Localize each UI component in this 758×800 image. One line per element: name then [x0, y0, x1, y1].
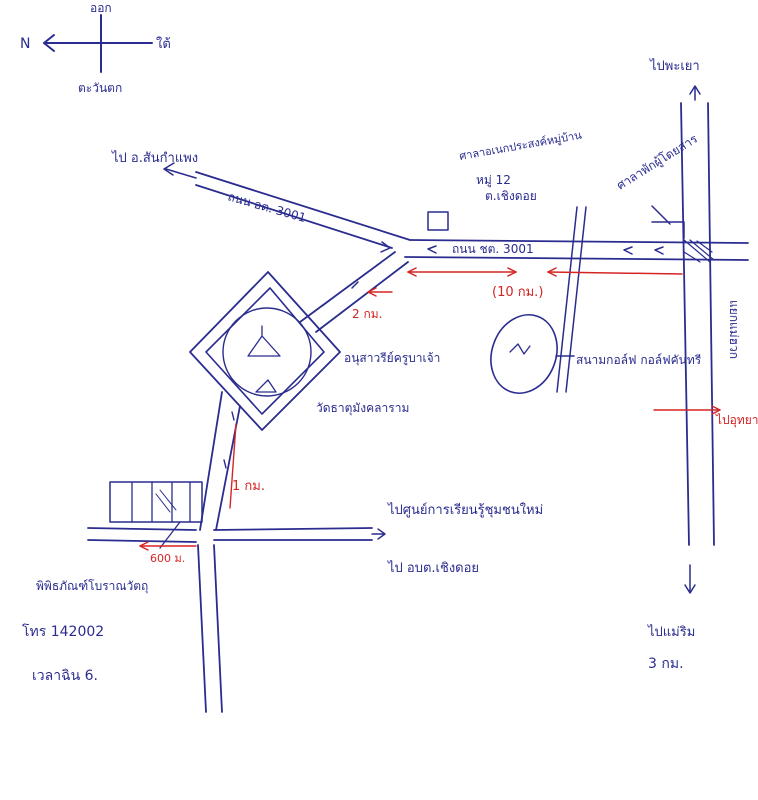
label-subdistrict: ต.เชิงดอย: [485, 189, 537, 203]
memorial-square: อนุสาวรีย์ครูบาเจ้า วัดธาตุมังคลาราม: [189, 271, 440, 431]
compass-right: ใต้: [156, 36, 171, 52]
distance-10km: (10 กม.): [492, 285, 543, 300]
village-hall: ศาลาอเนกประสงค์หมู่บ้าน หมู่ 12 ต.เชิงดอ…: [427, 129, 583, 231]
label-to-cheong-doi: ไป อบต.เชิงดอย: [387, 560, 479, 576]
label-to-north: ไปพะเยา: [649, 58, 700, 74]
label-village-no: หมู่ 12: [476, 173, 511, 188]
label-village-hall: ศาลาอเนกประสงค์หมู่บ้าน: [458, 129, 583, 163]
label-golf-course: สนามกอล์ฟ กอล์ฟคันทรี: [576, 353, 702, 367]
label-km-marker: 3 กม.: [648, 656, 684, 672]
label-memorial: อนุสาวรีย์ครูบาเจ้า: [344, 351, 440, 366]
label-page-no: เวลาฉิน 6.: [32, 668, 98, 684]
label-temple: วัดธาตุมังคลาราม: [316, 401, 409, 416]
museum: พิพิธภัณฑ์โบราณวัตถุ โทร 142002 เวลาฉิน …: [22, 481, 203, 684]
distance-600m: 600 ม.: [150, 552, 185, 565]
label-to-south: ไปแม่ริม: [647, 624, 695, 640]
bus-stop: ศาลาพักผู้โดยสาร: [614, 131, 701, 239]
label-to-center: ไปศูนย์การเรียนรู้ชุมชนใหม่: [387, 502, 543, 518]
distance-2km: 2 กม.: [352, 307, 382, 321]
road-lower: ไปศูนย์การเรียนรู้ชุมชนใหม่ ไป อบต.เชิงด…: [87, 502, 543, 576]
distance-1km: 1 กม.: [232, 479, 265, 494]
label-crossroad-right: แยกแม่ฮวก: [727, 300, 741, 359]
label-right-exit: ไปอุทยาน: [715, 413, 758, 428]
compass: N ออก ใต้ ตะวันตก: [20, 1, 171, 95]
road-label-3001-right: ถนน ชต. 3001: [452, 242, 534, 256]
road-upper-left: ถนน อต. 3001 ไป อ.สันกำแพง: [111, 150, 411, 253]
road-diagonal-to-memorial: [299, 251, 409, 333]
compass-top: ออก: [90, 1, 112, 15]
highway-north-south: ไปพะเยา ไปแม่ริม 3 กม. แยกแม่ฮวก: [647, 58, 741, 672]
label-museum: พิพิธภัณฑ์โบราณวัตถุ: [36, 579, 148, 594]
label-to-san-kamphaeng: ไป อ.สันกำแพง: [111, 150, 198, 166]
golf-course: สนามกอล์ฟ กอล์ฟคันทรี: [490, 206, 702, 394]
road-east-west: ถนน ชต. 3001: [404, 239, 749, 261]
road-south: [197, 544, 223, 713]
compass-bottom: ตะวันตก: [78, 81, 122, 95]
label-bus-stop: ศาลาพักผู้โดยสาร: [614, 131, 701, 193]
label-phone: โทร 142002: [22, 623, 104, 640]
compass-north: N: [20, 36, 30, 52]
distance-annotations: (10 กม.) 2 กม. 1 กม. 600 ม. ไปอุทยาน: [139, 267, 758, 565]
